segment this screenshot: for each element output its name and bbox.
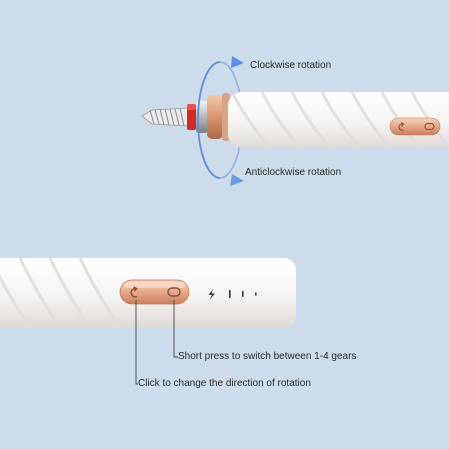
gear-level-bar <box>229 290 231 298</box>
loop-icon[interactable] <box>167 287 181 297</box>
gear-level-bar <box>255 292 257 296</box>
gear-level-bar <box>242 291 244 297</box>
loop-icon <box>424 122 435 131</box>
clockwise-label: Clockwise rotation <box>250 60 332 71</box>
speed-indicator <box>208 289 257 300</box>
collet-red <box>187 104 196 130</box>
callout-short-press <box>173 300 178 358</box>
rotation-ring-front <box>197 61 221 179</box>
drill-bit <box>141 107 189 127</box>
anticlockwise-label: Anticlockwise rotation <box>245 167 342 178</box>
drill-head-view <box>141 56 449 186</box>
rotate-arrow-icon <box>398 122 405 131</box>
click-direction-label: Click to change the direction of rotatio… <box>138 378 311 389</box>
anticlockwise-arrowhead <box>230 174 244 186</box>
copper-ring <box>207 95 223 139</box>
callout-lines <box>135 300 178 385</box>
button-pill[interactable] <box>119 279 190 305</box>
short-press-label: Short press to switch between 1-4 gears <box>178 351 357 362</box>
clockwise-arrowhead <box>231 56 244 68</box>
top-button-pill[interactable] <box>389 117 441 136</box>
lightning-icon <box>208 289 215 300</box>
rotate-arrow-icon[interactable] <box>130 286 138 298</box>
callout-click-direction <box>135 300 138 385</box>
